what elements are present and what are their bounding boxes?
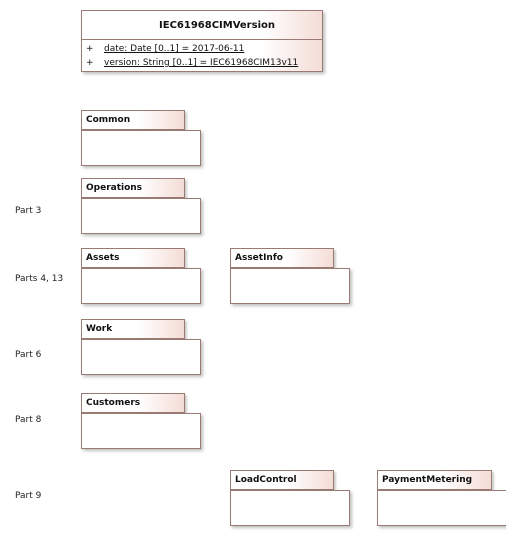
package-tab: AssetInfo bbox=[230, 248, 334, 268]
attribute-visibility: + bbox=[86, 58, 94, 68]
class-title: IEC61968CIMVersion bbox=[82, 11, 322, 40]
package-work[interactable]: Work bbox=[81, 319, 201, 375]
package-name: Operations bbox=[86, 183, 143, 193]
part-label-part3: Part 3 bbox=[15, 206, 42, 216]
package-tab: Work bbox=[81, 319, 185, 339]
attribute-text: date: Date [0..1] = 2017-06-11 bbox=[104, 44, 245, 54]
package-tab: Common bbox=[81, 110, 185, 130]
class-iec61968cimversion[interactable]: IEC61968CIMVersion + date: Date [0..1] = … bbox=[81, 10, 323, 72]
package-name: AssetInfo bbox=[235, 253, 283, 263]
package-body bbox=[230, 490, 350, 526]
package-name: Work bbox=[86, 324, 113, 334]
package-body bbox=[81, 130, 201, 166]
attribute-date[interactable]: + date: Date [0..1] = 2017-06-11 bbox=[82, 42, 322, 56]
package-body bbox=[377, 490, 506, 526]
attribute-version[interactable]: + version: String [0..1] = IEC61968CIM13v… bbox=[82, 56, 322, 70]
package-name: Assets bbox=[86, 253, 120, 263]
package-assetinfo[interactable]: AssetInfo bbox=[230, 248, 350, 304]
package-body bbox=[81, 339, 201, 375]
attribute-text: version: String [0..1] = IEC61968CIM13v1… bbox=[104, 58, 299, 68]
package-tab: Assets bbox=[81, 248, 185, 268]
package-name: LoadControl bbox=[235, 475, 297, 485]
package-body bbox=[81, 413, 201, 449]
attribute-visibility: + bbox=[86, 44, 94, 54]
package-tab: LoadControl bbox=[230, 470, 334, 490]
package-tab: PaymentMetering bbox=[377, 470, 492, 490]
package-name: Common bbox=[86, 115, 131, 125]
package-body bbox=[230, 268, 350, 304]
package-body bbox=[81, 268, 201, 304]
package-loadcontrol[interactable]: LoadControl bbox=[230, 470, 350, 526]
part-label-parts4-13: Parts 4, 13 bbox=[15, 274, 64, 284]
package-tab: Customers bbox=[81, 393, 185, 413]
part-label-part9: Part 9 bbox=[15, 491, 42, 501]
package-name: Customers bbox=[86, 398, 141, 408]
package-body bbox=[81, 198, 201, 234]
package-operations[interactable]: Operations bbox=[81, 178, 201, 234]
package-common[interactable]: Common bbox=[81, 110, 201, 166]
package-name: PaymentMetering bbox=[382, 475, 473, 485]
part-label-part8: Part 8 bbox=[15, 415, 42, 425]
package-customers[interactable]: Customers bbox=[81, 393, 201, 449]
package-assets[interactable]: Assets bbox=[81, 248, 201, 304]
part-label-part6: Part 6 bbox=[15, 350, 42, 360]
package-paymentmetering[interactable]: PaymentMetering bbox=[377, 470, 506, 526]
package-tab: Operations bbox=[81, 178, 185, 198]
